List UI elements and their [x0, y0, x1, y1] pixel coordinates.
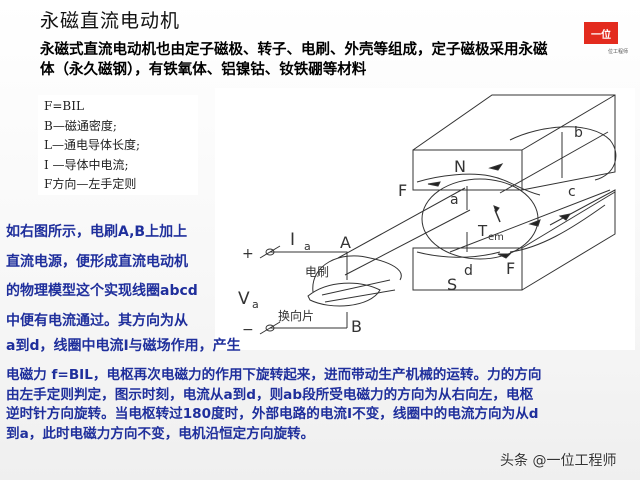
plus-label: + [242, 246, 254, 262]
torque-subscript: em [488, 232, 504, 243]
side-text-line: 的物理模型这个实现线圈abcd [6, 283, 198, 299]
bottom-text-line: 逆时针方向旋转。当电枢转过180度时，外部电路的电流I不变，线圈中的电流方向为从… [6, 406, 539, 422]
brush-b-label: B [351, 317, 362, 336]
bottom-text-line: 到a，此时电磁力方向不变，电机沿恒定方向旋转。 [6, 425, 315, 442]
formula-line: F=BIL [44, 99, 84, 113]
minus-label: − [242, 322, 254, 338]
slide-title: 永磁直流电动机 [40, 10, 181, 32]
formula-box: F=BIL B—磁通密度; L—通电导体长度; I —导体中电流; F方向—左手… [38, 95, 198, 195]
formula-line: L—通电导体长度; [44, 138, 141, 152]
point-c-label: c [568, 184, 576, 200]
intro-paragraph: 永磁式直流电动机也由定子磁极、转子、电刷、外壳等组成，定子磁极采用永磁 体（永久… [40, 40, 620, 80]
side-text-line: 如右图所示，电刷A,B上加上 [6, 224, 188, 240]
intro-line: 永磁式直流电动机也由定子磁极、转子、电刷、外壳等组成，定子磁极采用永磁 [40, 41, 548, 58]
side-text-line: 中便有电流通过。其方向为从 [6, 312, 188, 329]
intro-line: 体（永久磁钢），有铁氧体、铝镍钴、钕铁硼等材料 [40, 61, 367, 78]
brand-logo: 一位 [584, 22, 618, 44]
force-bottom-label: F [506, 259, 515, 278]
explanation-bottom-text: 电磁力 f=BIL，电枢再次电磁力的作用下旋转起来，进而带动生产机械的运转。力的… [6, 366, 636, 444]
commutator-label: 换向片 [278, 308, 314, 323]
bottom-text-line: 电磁力 f=BIL，电枢再次电磁力的作用下旋转起来，进而带动生产机械的运转。力的… [6, 367, 542, 383]
voltage-subscript: a [252, 298, 259, 311]
side-text-line: 直流电源，便形成直流电动机 [6, 253, 188, 270]
rotor-front-ellipse [421, 178, 539, 260]
bottom-text-line: 由左手定则判定，图示时刻，电流从a到d，则ab段所受电磁力的方向为从右向左，电枢 [6, 386, 534, 403]
explanation-side-text: 如右图所示，电刷A,B上加上 直流电源，便形成直流电动机 的物理模型这个实现线圈… [6, 218, 221, 336]
point-d-label: d [464, 263, 473, 279]
formula-line: F方向—左手定则 [44, 177, 137, 191]
formula-line: B—磁通密度; [44, 118, 117, 133]
side-text-last-line: a到d，线圈中电流I与磁场作用，产生 [6, 338, 241, 354]
terminal-positive [265, 248, 275, 256]
north-pole-label: N [454, 157, 466, 176]
brand-logo-subtext: 位工程师 [608, 49, 629, 55]
current-subscript: a [304, 240, 311, 253]
voltage-label: V [238, 289, 250, 309]
formula-line: I —导体中电流; [44, 157, 129, 172]
dc-motor-diagram: + − I a V a A B 电刷 换向片 N S F F a b c d T… [238, 94, 617, 338]
commutator [312, 255, 402, 293]
point-b-label: b [574, 125, 583, 141]
terminal-negative [265, 324, 275, 332]
brush-a-label: A [340, 233, 351, 252]
point-a-label: a [450, 192, 459, 208]
torque-label: T [477, 222, 488, 240]
brush-label: 电刷 [305, 265, 329, 279]
source-watermark: 头条 @一位工程师 [500, 453, 617, 469]
current-label: I [290, 230, 295, 250]
force-top-label: F [398, 181, 407, 200]
south-pole-label: S [447, 275, 457, 294]
